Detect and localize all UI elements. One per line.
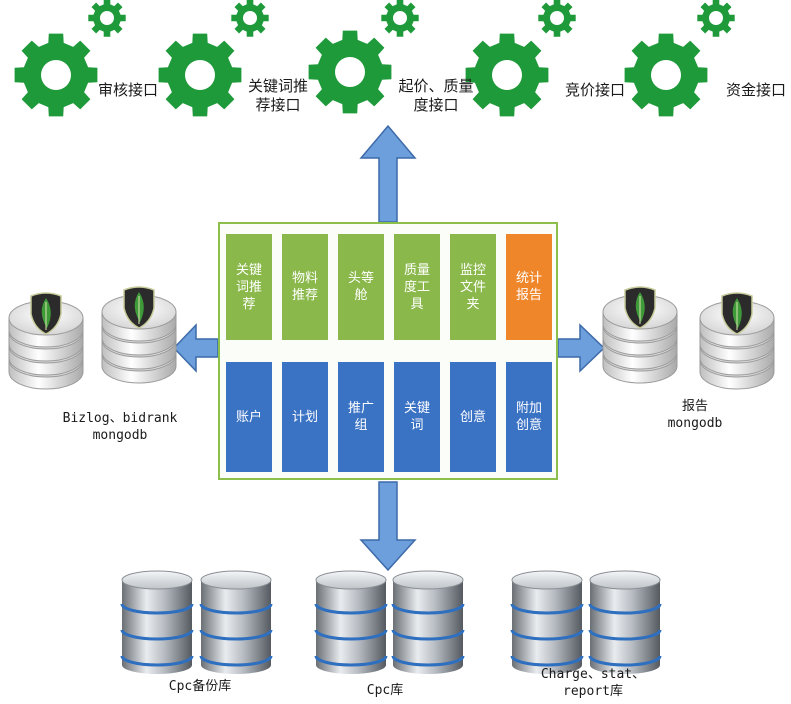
db-label-cpc: Cpc库	[366, 683, 404, 698]
module-monitor-folder: 监控文件夹	[450, 234, 496, 340]
gear-icon-bid-quality	[308, 0, 419, 114]
gear-icon-funds	[624, 0, 735, 117]
gear-icon-audit	[14, 0, 126, 117]
mongodb-stack-left-1	[8, 292, 84, 390]
right-store-label: 报告 mongodb	[667, 399, 723, 431]
module-stat-report: 统计报告	[506, 234, 552, 340]
database-icon-cpc-2	[391, 570, 465, 674]
mongodb-leaf-icon	[721, 292, 753, 335]
interface-label-funds: 资金接口	[725, 81, 786, 99]
db-label-backup: Cpc备份库	[168, 679, 232, 694]
mongodb-stack-left-2	[101, 286, 177, 384]
interface-gears	[14, 0, 735, 117]
module-extra-creative: 附加创意	[506, 362, 552, 472]
module-material-recommend: 物料推荐	[282, 234, 328, 340]
database-icon-backup-2	[199, 570, 273, 674]
database-icon-charge-2	[588, 570, 662, 674]
arrow-left	[172, 323, 219, 373]
mongodb-stack-right-1	[602, 286, 678, 384]
interface-label-audit: 审核接口	[97, 81, 158, 99]
arrow-right	[557, 323, 606, 373]
left-store-label: Bizlog、bidrank mongodb	[62, 411, 178, 443]
database-icon-charge-1	[510, 570, 584, 674]
database-cylinders	[120, 570, 662, 674]
module-creative: 创意	[450, 362, 496, 472]
interface-label-bidding: 竞价接口	[564, 81, 625, 99]
interface-label-keyword: 关键词推 荐接口	[247, 77, 308, 114]
mongodb-leaf-icon	[624, 286, 656, 329]
gear-icon-keyword	[158, 0, 269, 117]
mongodb-stacks	[8, 286, 775, 390]
interface-label-bid-quality: 起价、质量 度接口	[398, 77, 474, 114]
service-modules-panel: 关键词推荐 物料推荐 头等舱 质量度工具 监控文件夹 统计报告 账户 计划 推广…	[218, 222, 558, 480]
module-keyword-recommend: 关键词推荐	[226, 234, 272, 340]
database-icon-cpc-1	[314, 570, 388, 674]
module-first-class: 头等舱	[338, 234, 384, 340]
database-icon-backup-1	[120, 570, 194, 674]
module-account: 账户	[226, 362, 272, 472]
mongodb-leaf-icon	[123, 286, 155, 329]
arrow-up	[359, 124, 417, 223]
gear-icon-bidding	[465, 0, 576, 117]
module-quality-tool: 质量度工具	[394, 234, 440, 340]
module-ad-group: 推广组	[338, 362, 384, 472]
arrow-down	[359, 481, 417, 572]
mongodb-leaf-icon	[30, 292, 62, 335]
mongodb-stack-right-2	[699, 292, 775, 390]
module-keyword: 关键词	[394, 362, 440, 472]
db-label-charge: Charge、stat、 report库	[540, 667, 646, 699]
module-plan: 计划	[282, 362, 328, 472]
